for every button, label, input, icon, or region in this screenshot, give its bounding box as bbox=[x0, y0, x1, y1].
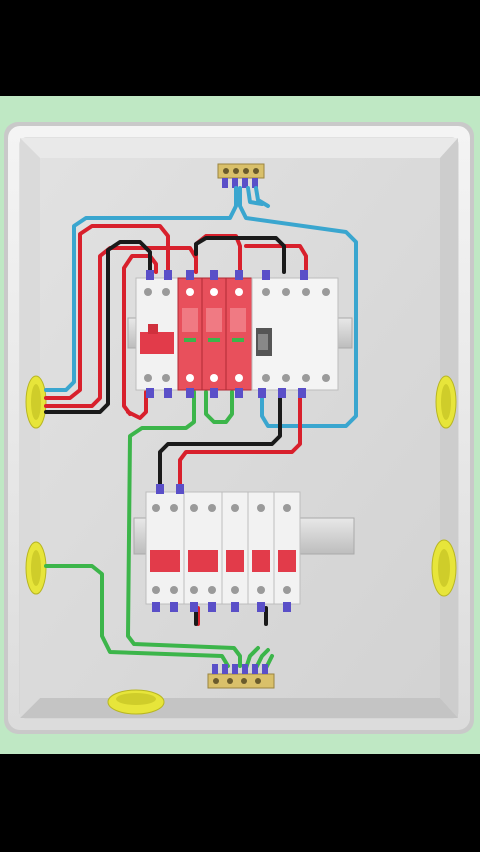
cable-gland-left-top bbox=[25, 375, 47, 429]
branch-breakers bbox=[145, 491, 301, 605]
enclosure bbox=[4, 122, 474, 734]
wiring bbox=[44, 186, 358, 670]
cable-gland-right-bottom bbox=[431, 539, 457, 597]
rcd-switch bbox=[251, 277, 339, 391]
branch-terminal-caps bbox=[152, 484, 291, 612]
cable-gland-right-top bbox=[435, 375, 457, 429]
surge-protector bbox=[177, 277, 253, 391]
cable-gland-bottom bbox=[107, 689, 165, 715]
upper-terminal-caps bbox=[146, 270, 308, 398]
ground-busbar bbox=[207, 664, 275, 689]
distribution-box-illustration bbox=[0, 96, 480, 754]
main-breaker bbox=[135, 277, 179, 391]
cable-gland-left-bottom bbox=[25, 541, 47, 595]
neutral-busbar bbox=[217, 163, 265, 188]
